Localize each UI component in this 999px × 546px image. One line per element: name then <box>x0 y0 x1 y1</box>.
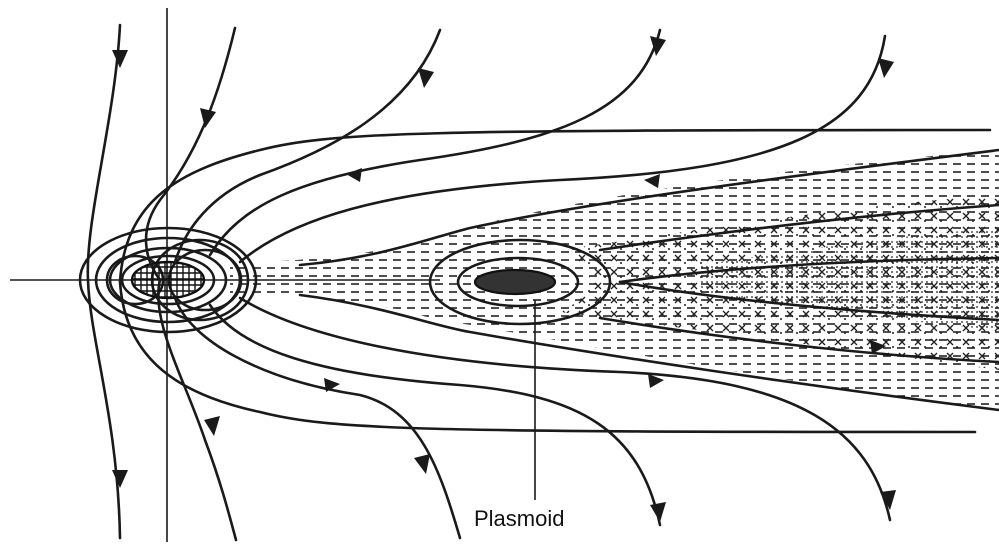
plasmoid-label: Plasmoid <box>474 506 564 531</box>
arrowhead <box>418 68 434 88</box>
arrowhead <box>112 50 128 68</box>
field-line <box>175 30 440 262</box>
arrowhead <box>414 454 430 474</box>
arrowhead <box>200 108 216 128</box>
arrowhead <box>878 58 894 78</box>
field-line <box>88 25 120 538</box>
arrowhead <box>204 416 220 436</box>
planet-body <box>132 262 204 298</box>
plasmoid-core <box>475 270 555 294</box>
arrowhead <box>644 174 660 188</box>
arrowhead <box>346 168 362 182</box>
arrowhead <box>112 470 128 488</box>
field-line <box>146 28 235 280</box>
